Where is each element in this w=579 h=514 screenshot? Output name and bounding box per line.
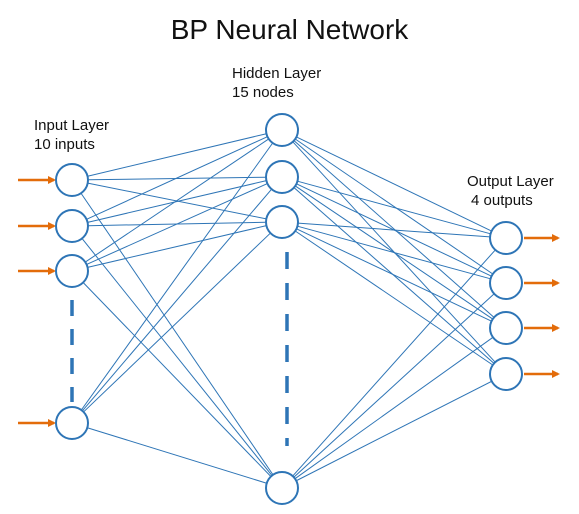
connection-line bbox=[293, 293, 495, 478]
connection-line bbox=[82, 282, 272, 477]
input-node bbox=[55, 163, 89, 197]
connection-line bbox=[297, 225, 491, 280]
connection-line bbox=[294, 230, 494, 366]
connection-line bbox=[86, 183, 268, 265]
connection-line bbox=[80, 142, 274, 411]
connection-line bbox=[85, 138, 269, 263]
connection-line bbox=[81, 238, 273, 476]
output-layer-label: Output Layer 4 outputs bbox=[467, 172, 554, 210]
ellipsis-dashes bbox=[70, 252, 289, 446]
connection-line bbox=[296, 380, 492, 482]
diagram-title: BP Neural Network bbox=[170, 14, 409, 45]
io-arrows bbox=[18, 176, 560, 427]
input-node bbox=[55, 209, 89, 243]
output-node bbox=[489, 221, 523, 255]
hidden-layer-count: 15 nodes bbox=[232, 84, 294, 101]
connection-lines bbox=[80, 133, 496, 484]
hidden-node bbox=[265, 471, 299, 505]
hidden-node bbox=[265, 113, 299, 147]
input-layer-count: 10 inputs bbox=[34, 136, 95, 153]
output-layer-name: Output Layer bbox=[467, 173, 554, 190]
output-node bbox=[489, 357, 523, 391]
connection-line bbox=[87, 427, 267, 484]
connection-line bbox=[297, 180, 491, 235]
hidden-node bbox=[265, 205, 299, 239]
connection-line bbox=[87, 225, 267, 268]
connection-line bbox=[82, 188, 272, 412]
connection-line bbox=[294, 138, 494, 275]
connection-line bbox=[296, 228, 492, 322]
connection-line bbox=[296, 136, 492, 232]
connection-line bbox=[87, 180, 267, 223]
input-node bbox=[55, 254, 89, 288]
connection-line bbox=[83, 232, 271, 413]
hidden-node bbox=[265, 160, 299, 194]
input-node bbox=[55, 406, 89, 440]
hidden-layer-label: Hidden Layer 15 nodes bbox=[232, 64, 321, 102]
input-layer-name: Input Layer bbox=[34, 117, 110, 134]
connection-line bbox=[80, 192, 274, 476]
output-node bbox=[489, 266, 523, 300]
connection-line bbox=[297, 222, 491, 238]
connection-line bbox=[86, 136, 268, 220]
connection-line bbox=[294, 336, 494, 480]
input-layer-label: Input Layer 10 inputs bbox=[34, 116, 109, 154]
neuron-nodes bbox=[55, 113, 523, 505]
connection-line bbox=[292, 249, 496, 477]
connection-line bbox=[87, 133, 267, 177]
connection-line bbox=[293, 140, 495, 318]
output-layer-count: 4 outputs bbox=[471, 192, 533, 209]
output-node bbox=[489, 311, 523, 345]
hidden-layer-name: Hidden Layer bbox=[232, 65, 322, 82]
